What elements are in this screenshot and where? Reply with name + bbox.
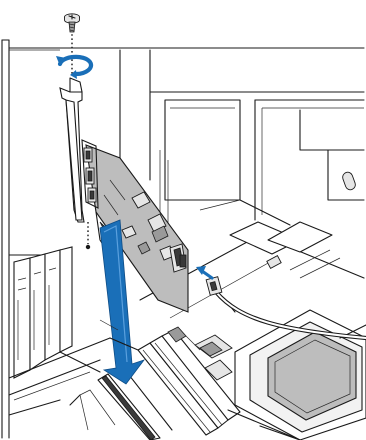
drive-cage — [119, 49, 365, 260]
chassis-frame — [1, 39, 365, 439]
sata-cable — [205, 276, 366, 341]
insert-arrow-icon — [99, 219, 146, 385]
cpu-socket — [227, 309, 366, 440]
screw-icon — [64, 13, 80, 33]
chassis-floor — [8, 337, 111, 416]
cable-connect-arrow-icon — [196, 266, 214, 280]
rotate-arrow-icon — [56, 54, 94, 79]
pcie-slots — [69, 329, 241, 440]
motherboard — [139, 221, 365, 319]
board-edges — [59, 319, 139, 373]
card-bracket — [59, 77, 99, 223]
guide-lines — [71, 30, 91, 250]
expansion-card — [85, 144, 189, 313]
rear-slot-covers — [13, 246, 73, 379]
